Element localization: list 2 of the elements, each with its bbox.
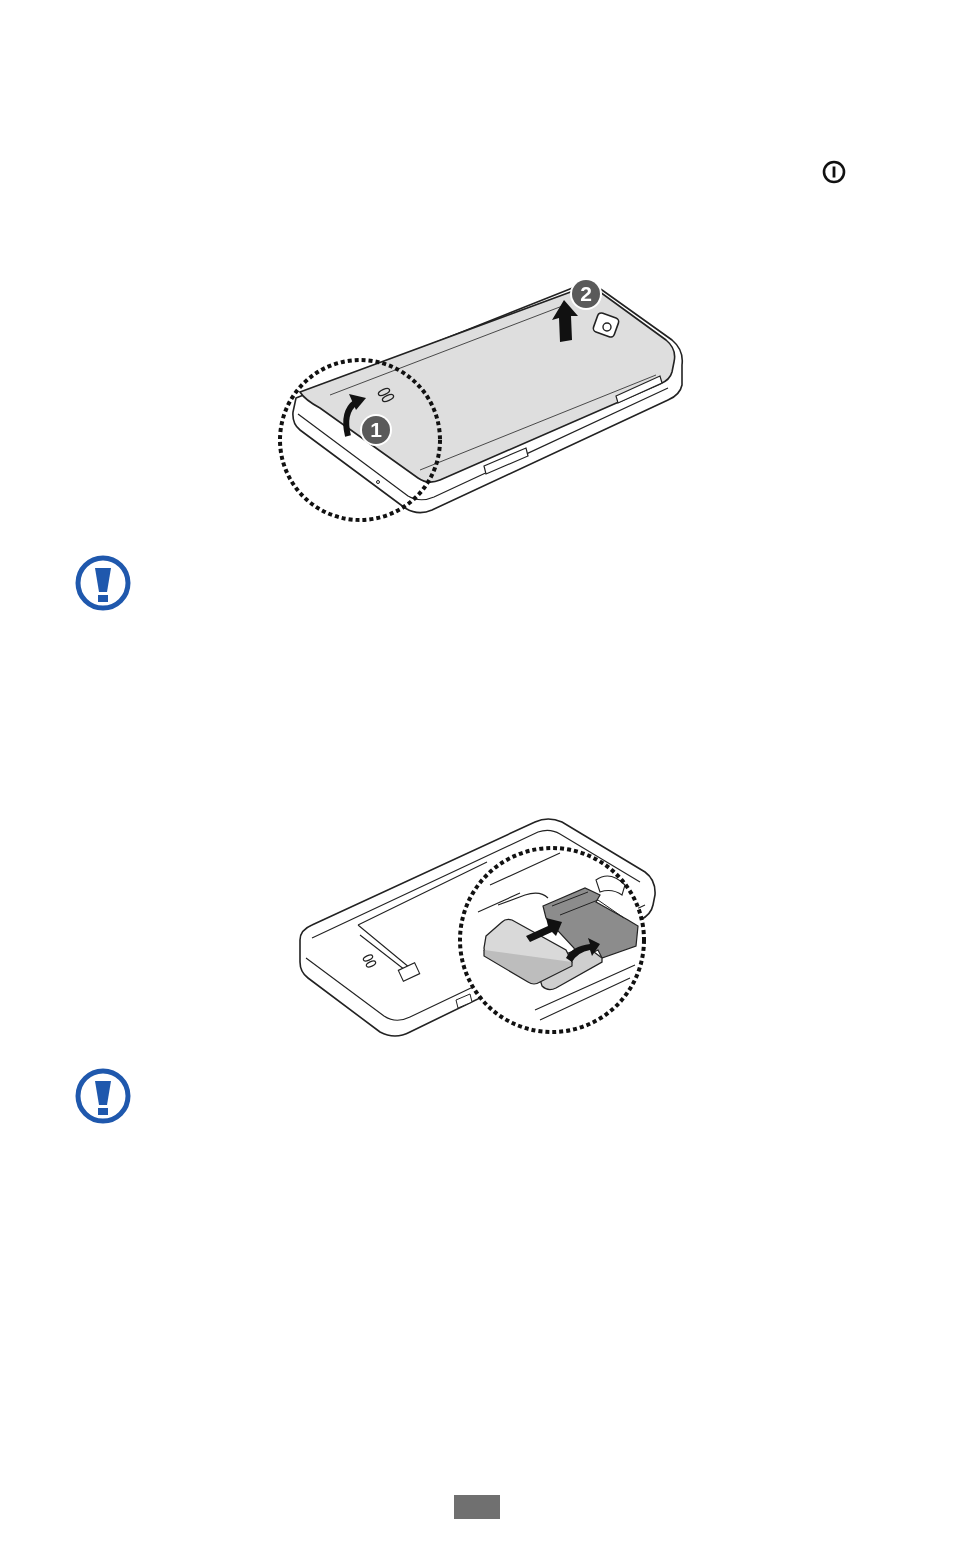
callout-number: 2 — [572, 280, 600, 308]
callout-number: 1 — [362, 416, 390, 444]
